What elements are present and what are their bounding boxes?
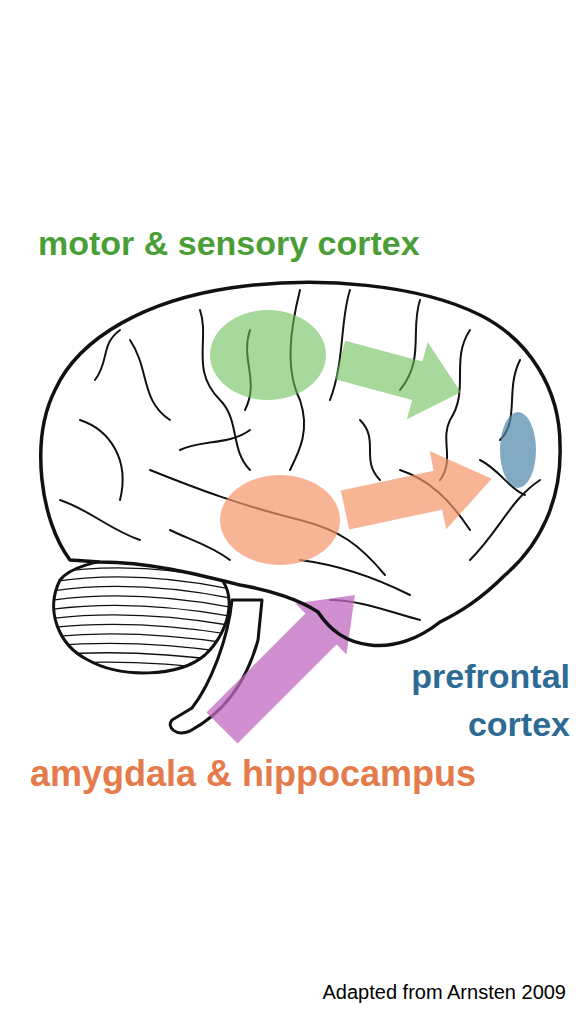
orange-arrow xyxy=(337,440,500,549)
brain-outline xyxy=(41,282,560,645)
region-label: prefrontal cortex xyxy=(365,652,570,749)
sulci xyxy=(60,290,540,620)
motor-sensory-region xyxy=(210,310,326,400)
region-label: motor & sensory cortex xyxy=(38,222,420,265)
prefrontal-region xyxy=(500,412,536,488)
caption-text: Adapted from Arnsten 2009 xyxy=(323,980,567,1004)
cerebrum xyxy=(41,282,560,645)
association-region xyxy=(220,475,340,565)
green-arrow xyxy=(330,321,471,431)
region-label: amygdala & hippocampus xyxy=(30,752,476,795)
